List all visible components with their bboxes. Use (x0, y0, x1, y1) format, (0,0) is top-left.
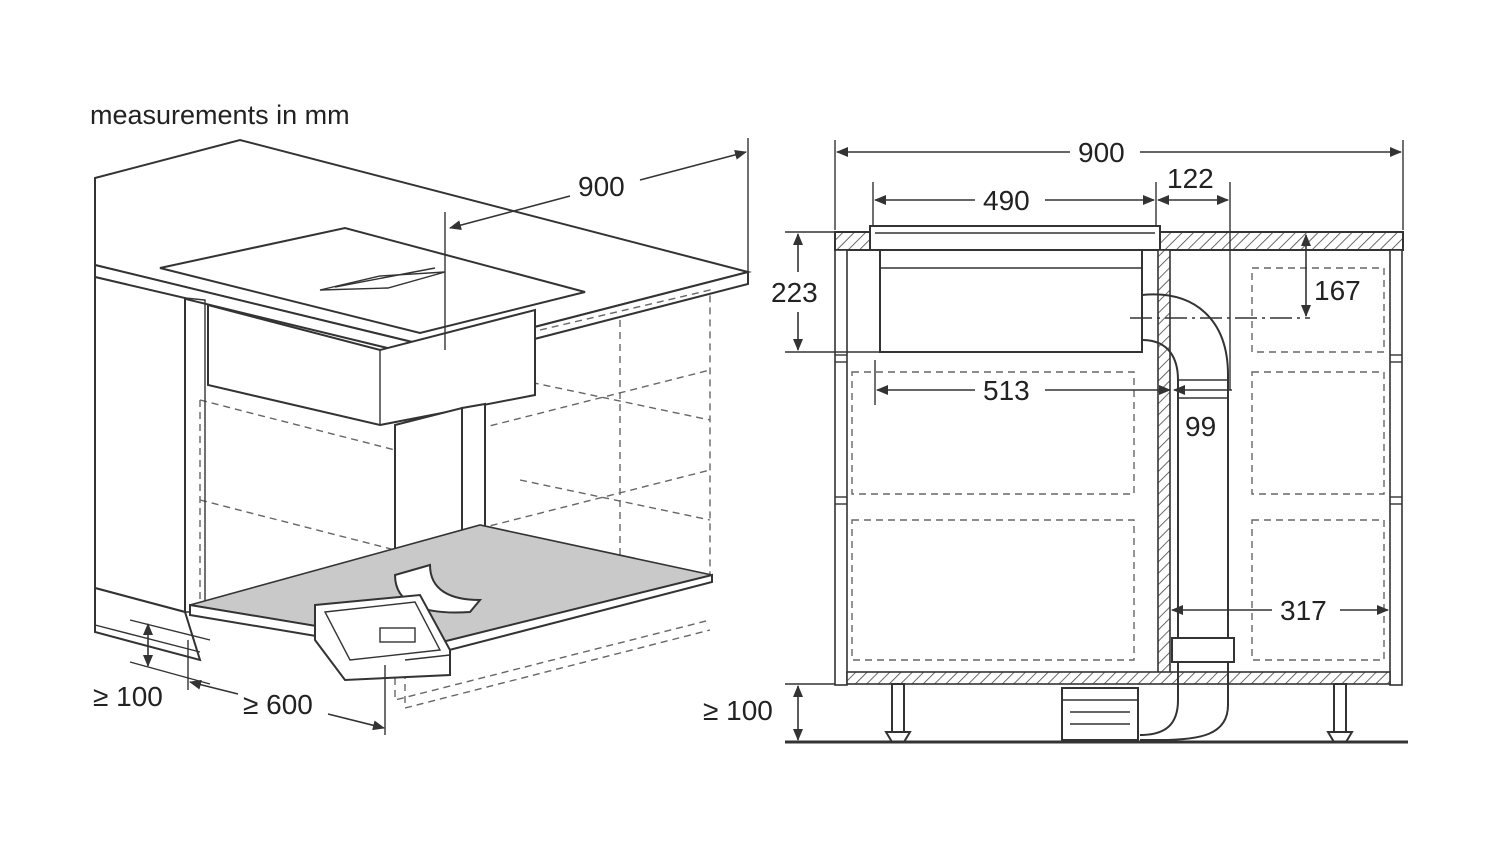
side-317-label: 317 (1280, 595, 1327, 626)
cabinet-bottom (846, 671, 1391, 685)
cutout-513-label: 513 (983, 375, 1030, 406)
duct-99-label: 99 (1185, 411, 1216, 442)
height-223-label: 223 (771, 277, 818, 308)
center-167-label: 167 (1314, 275, 1361, 306)
plinth-100-label: ≥ 100 (93, 681, 163, 712)
section-plinth-100-label: ≥ 100 (703, 695, 773, 726)
depth-600-label: ≥ 600 (243, 689, 313, 720)
divider-panel (1157, 249, 1171, 681)
section-view: 900 490 122 223 167 513 99 317 (703, 137, 1408, 744)
hob-section (869, 225, 1161, 251)
section-width-900-label: 900 (1078, 137, 1125, 168)
drawer-unit (94, 275, 186, 614)
width-900-label: 900 (578, 171, 625, 202)
extractor-section (879, 249, 1143, 353)
offset-122-label: 122 (1167, 163, 1214, 194)
perspective-view: 900 ≥ 100 ≥ 600 (93, 138, 752, 735)
diagram-title: measurements in mm (90, 100, 350, 130)
plinth-outlet (1061, 687, 1139, 741)
hob-width-490-label: 490 (983, 185, 1030, 216)
